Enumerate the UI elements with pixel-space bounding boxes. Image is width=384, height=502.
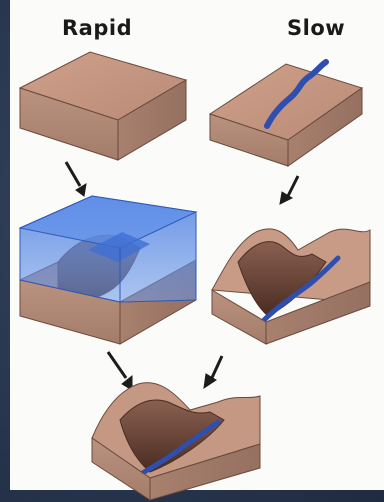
block-slow-canyon [212, 229, 370, 344]
block-rapid-initial [20, 52, 186, 160]
block-slow-initial [210, 62, 362, 166]
block-final-canyon [92, 383, 260, 500]
block-rapid-flood [20, 196, 196, 344]
arrow-rapid-1 [66, 162, 80, 186]
arrow-rapid-2 [108, 352, 126, 378]
arrowhead-rapid-1 [76, 184, 86, 196]
